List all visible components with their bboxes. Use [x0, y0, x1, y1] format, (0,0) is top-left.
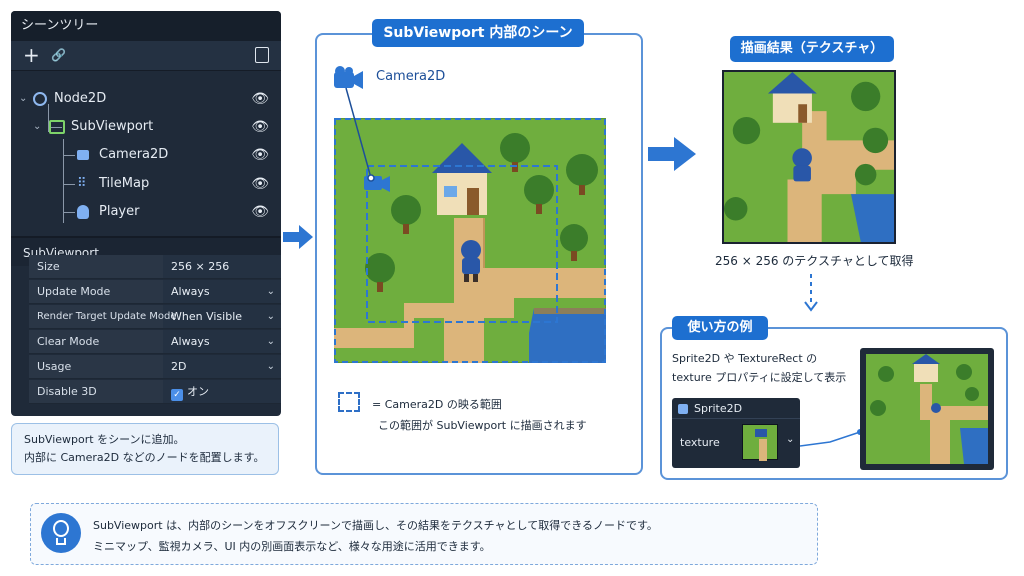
property-key: Render Target Update Mode: [37, 311, 177, 322]
property-key: Update Mode: [37, 285, 111, 298]
connector-line: [800, 429, 863, 447]
chevron-down-icon[interactable]: ⌄: [33, 121, 42, 132]
camera-label: Camera2D: [376, 69, 446, 84]
link-icon[interactable]: 🔗: [51, 48, 66, 62]
summary-line1: SubViewport は、内部のシーンをオフスクリーンで描画し、その結果をテク…: [93, 519, 658, 532]
result-title: 描画結果（テクスチャ）: [730, 36, 894, 62]
visibility-eye-icon[interactable]: 👁: [251, 204, 269, 220]
legend-line2: この範囲が SubViewport に描画されます: [378, 419, 587, 432]
visibility-eye-icon[interactable]: 👁: [251, 119, 269, 135]
tilemap-grid-icon: ⠿: [77, 176, 86, 191]
summary-note: SubViewport は、内部のシーンをオフスクリーンで描画し、その結果をテク…: [30, 503, 818, 565]
property-value[interactable]: Always: [171, 335, 210, 348]
property-clear-mode[interactable]: Clear Mode Always ⌄: [29, 330, 281, 354]
chevron-down-icon[interactable]: ⌄: [266, 361, 275, 372]
property-update-mode[interactable]: Update Mode Always ⌄: [29, 280, 281, 304]
left-note-line2: 内部に Camera2D などのノードを配置します。: [24, 451, 265, 464]
visibility-eye-icon[interactable]: 👁: [251, 176, 269, 192]
property-value[interactable]: 2D: [171, 360, 187, 373]
tree-item-player[interactable]: Player 👁: [11, 198, 281, 226]
property-usage[interactable]: Usage 2D ⌄: [29, 355, 281, 379]
visibility-eye-icon[interactable]: 👁: [251, 147, 269, 163]
summary-line2: ミニマップ、監視カメラ、UI 内の別画面表示など、様々な用途に活用できます。: [93, 540, 491, 553]
scene-tree: ⌄ Node2D 👁 ⌄ SubViewport 👁 Camera2D 👁 ⠿ …: [11, 84, 281, 234]
example-display-screen: [860, 348, 994, 470]
flow-arrow-icon: [283, 225, 313, 249]
camera-range-legend-icon: [338, 392, 360, 412]
example-line1: Sprite2D や TextureRect の: [672, 352, 818, 365]
sprite-panel-title: Sprite2D: [694, 402, 743, 415]
chevron-down-icon[interactable]: ⌄: [266, 311, 275, 322]
texture-thumbnail[interactable]: [742, 424, 778, 461]
property-key: Size: [37, 260, 60, 273]
tree-item-camera2d[interactable]: Camera2D 👁: [11, 141, 281, 169]
usage-example-box: [660, 327, 1008, 480]
property-disable-3d[interactable]: Disable 3D ✓ オン: [29, 380, 281, 404]
scene-tree-title: シーンツリー: [11, 11, 281, 41]
property-render-target-update-mode[interactable]: Render Target Update Mode When Visible ⌄: [29, 305, 281, 329]
script-icon[interactable]: [255, 47, 269, 63]
disable-3d-checkbox[interactable]: ✓ オン: [171, 380, 209, 404]
dashed-arrow-down-icon: [804, 274, 818, 312]
property-size[interactable]: Size 256 × 256: [29, 255, 281, 279]
property-value: オン: [187, 385, 209, 398]
chevron-down-icon[interactable]: ⌄: [786, 434, 795, 445]
sprite-icon: [678, 404, 688, 414]
left-note: SubViewport をシーンに追加。 内部に Camera2D などのノード…: [11, 423, 279, 475]
tree-item-label: Player: [99, 204, 140, 219]
flow-arrow-icon: [648, 137, 696, 171]
lightbulb-icon: [41, 513, 81, 553]
camera-icon: [334, 66, 363, 89]
scene-tree-toolbar: + 🔗: [11, 41, 281, 71]
game-scene-map: [334, 118, 606, 363]
tree-item-node2d[interactable]: ⌄ Node2D 👁: [11, 85, 281, 113]
example-title: 使い方の例: [672, 316, 768, 340]
property-key: Usage: [37, 360, 72, 373]
sprite2d-inspector: Sprite2D texture ⌄: [672, 398, 800, 468]
tree-item-label: SubViewport: [71, 119, 154, 134]
tree-item-label: TileMap: [99, 176, 150, 191]
node2d-icon: [33, 92, 47, 106]
tree-item-subviewport[interactable]: ⌄ SubViewport 👁: [11, 113, 281, 141]
property-value[interactable]: Always: [171, 285, 210, 298]
camera-icon: [77, 150, 89, 160]
result-texture: [722, 70, 896, 244]
property-key: Clear Mode: [37, 335, 100, 348]
texture-property-label: texture: [680, 436, 720, 449]
chevron-down-icon[interactable]: ⌄: [266, 336, 275, 347]
visibility-eye-icon[interactable]: 👁: [251, 91, 269, 107]
left-note-line1: SubViewport をシーンに追加。: [24, 433, 185, 446]
chevron-down-icon[interactable]: ⌄: [19, 93, 28, 104]
example-line2: texture プロパティに設定して表示: [672, 371, 847, 384]
chevron-down-icon[interactable]: ⌄: [266, 286, 275, 297]
add-node-icon[interactable]: +: [23, 43, 40, 67]
camera-pointer-line: [345, 87, 375, 182]
property-value[interactable]: 256 × 256: [171, 260, 230, 273]
scene-tree-panel: シーンツリー + 🔗 ⌄ Node2D 👁 ⌄ SubViewpor: [11, 11, 281, 416]
checkmark-icon: ✓: [171, 389, 183, 401]
property-key: Disable 3D: [37, 385, 97, 398]
property-value[interactable]: When Visible: [171, 310, 243, 323]
middle-title: SubViewport 内部のシーン: [372, 19, 584, 47]
legend-line1: = Camera2D の映る範囲: [372, 398, 502, 411]
character-icon: [77, 205, 89, 219]
tree-item-label: Node2D: [54, 91, 107, 106]
subviewport-icon: [49, 120, 65, 134]
result-caption: 256 × 256 のテクスチャとして取得: [715, 254, 914, 268]
tree-item-label: Camera2D: [99, 147, 169, 162]
tree-item-tilemap[interactable]: ⠿ TileMap 👁: [11, 170, 281, 198]
